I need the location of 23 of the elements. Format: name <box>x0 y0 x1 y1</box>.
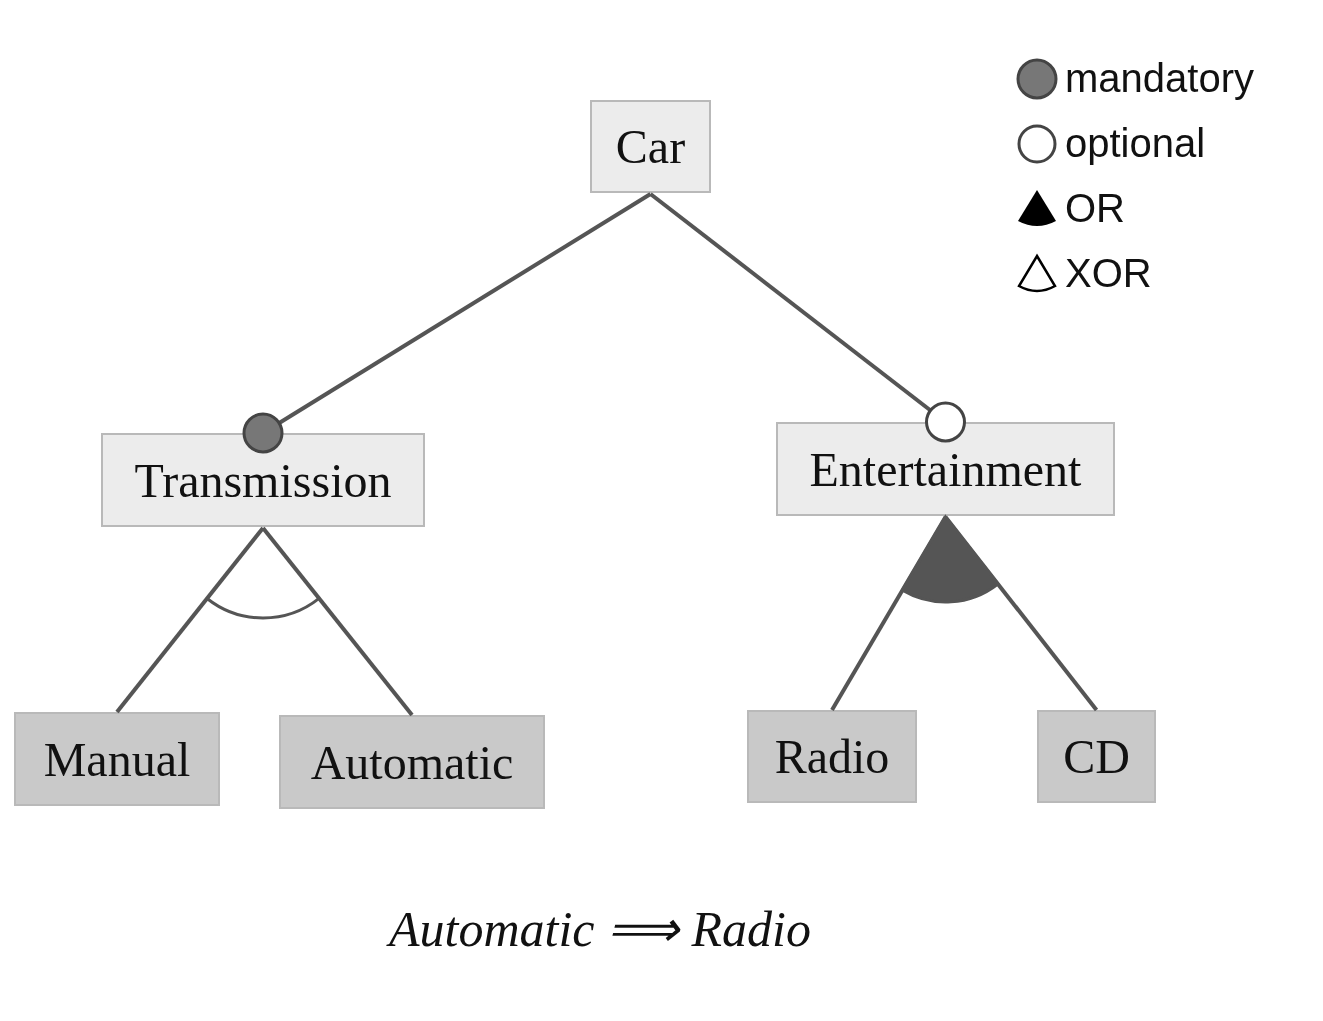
feature-name: Automatic <box>310 734 514 790</box>
feature-name: Radio <box>774 729 890 784</box>
feature-name: Manual <box>43 731 191 787</box>
feature-box <box>1037 710 1156 803</box>
legend-label: optional <box>1065 121 1206 166</box>
legend-label: XOR <box>1065 251 1152 296</box>
feature-name: Entertainment <box>809 441 1082 497</box>
feature-name: Car <box>615 119 686 174</box>
connector-line <box>261 526 414 717</box>
feature-name: Transmission <box>134 452 392 508</box>
feature-box <box>14 712 220 806</box>
constraint-formula: Automatic ⟹ Radio <box>300 900 900 958</box>
feature-box <box>590 100 711 193</box>
legend-label: OR <box>1065 186 1125 231</box>
feature-box <box>776 422 1115 516</box>
connector-line <box>115 526 265 714</box>
feature-box <box>279 715 545 809</box>
filled-circle-connector <box>242 192 652 454</box>
open-circle-connector <box>649 192 966 443</box>
legend-label: mandatory <box>1065 56 1254 101</box>
feature-box <box>101 433 425 527</box>
feature-box <box>747 710 917 803</box>
feature-name: CD <box>1063 729 1130 784</box>
